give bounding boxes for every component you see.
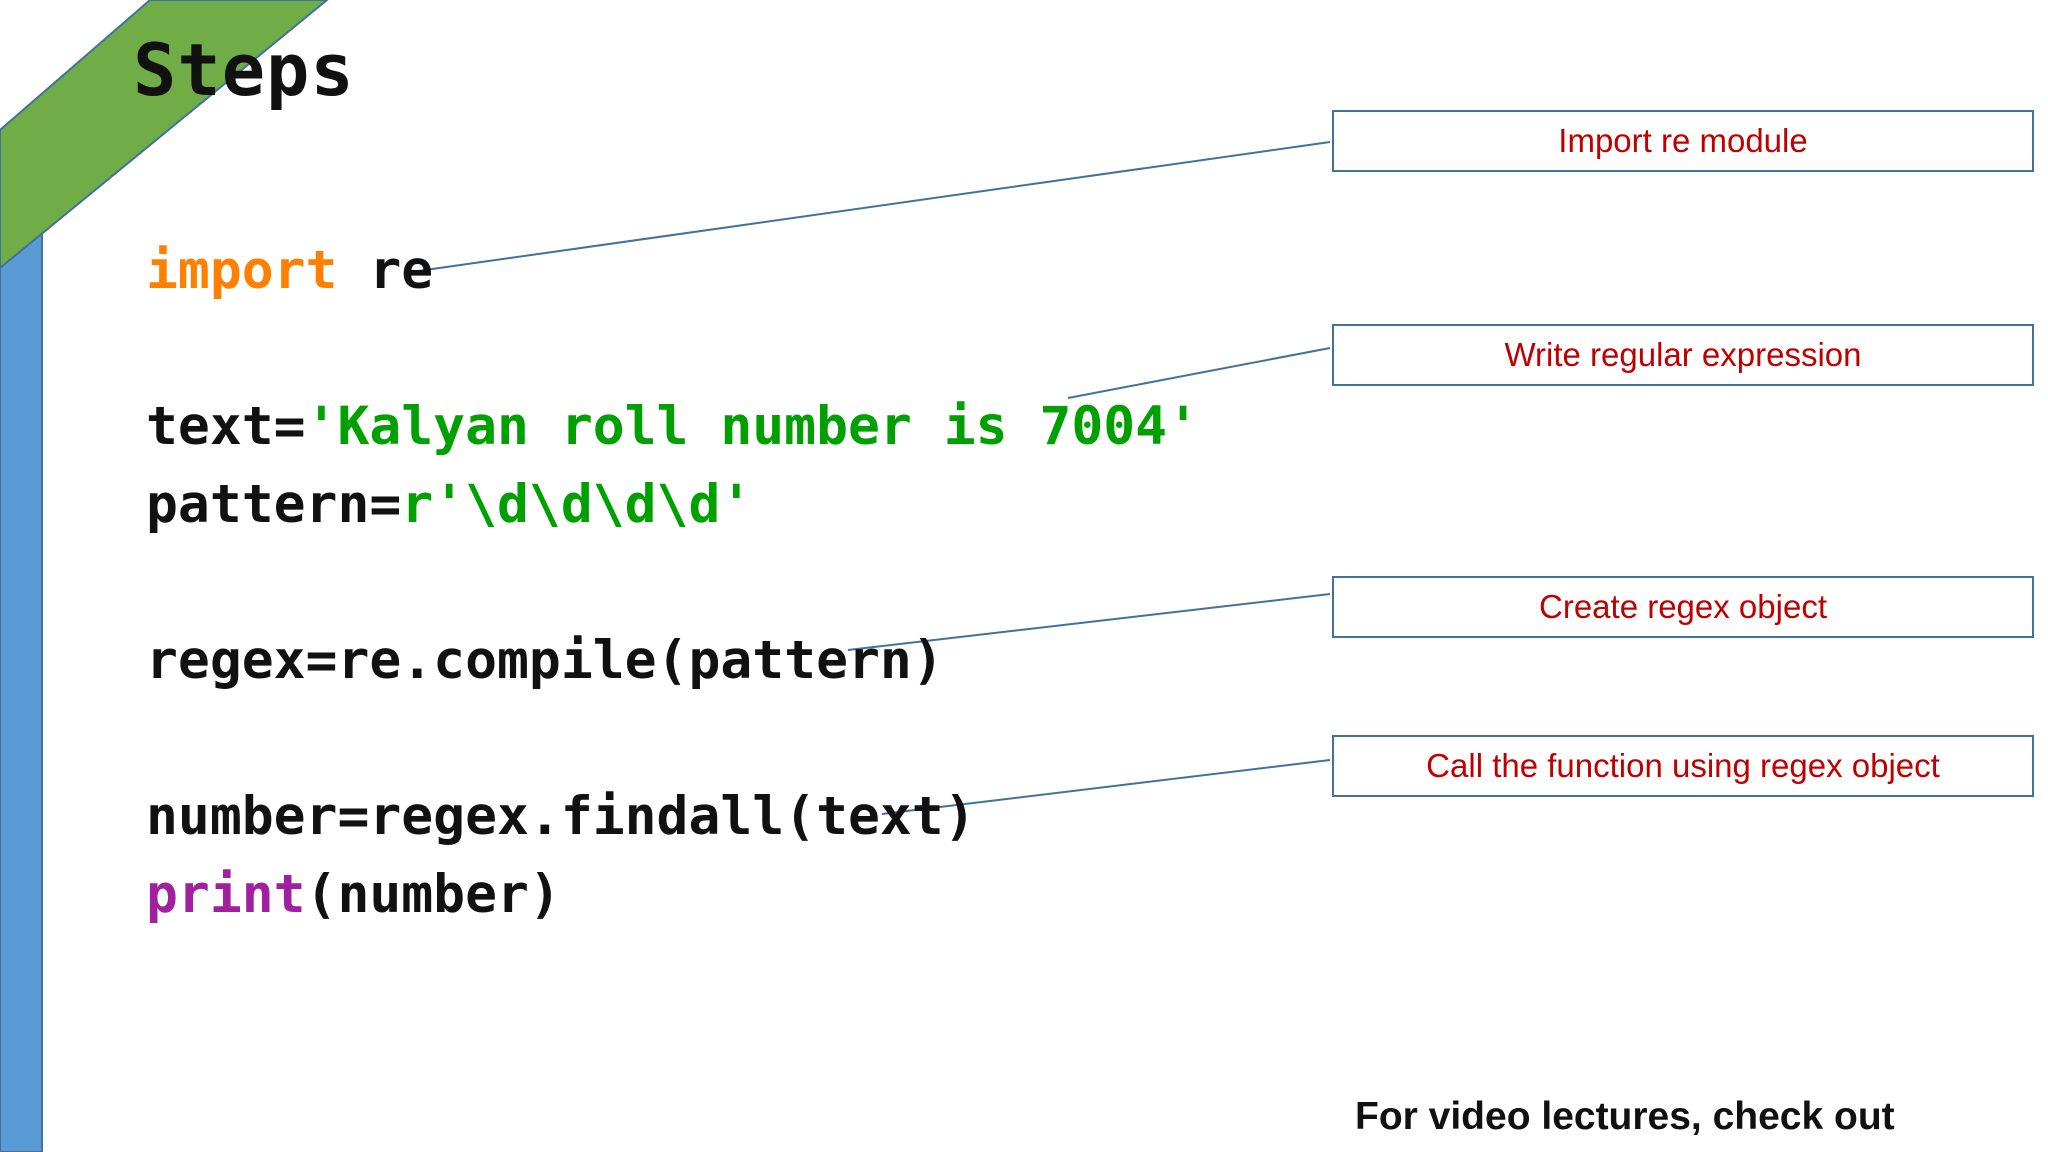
footer-line-1: For video lectures, check out	[1355, 1095, 1895, 1138]
code-token-3-0: pattern=	[146, 474, 402, 535]
blue-accent-bar	[0, 127, 43, 1152]
code-line-1	[146, 310, 1199, 388]
callout-box-3[interactable]: Call the function using regex object	[1332, 735, 2034, 797]
callout-label-0: Import re module	[1558, 122, 1808, 159]
code-line-7: number=regex.findall(text)	[146, 778, 1199, 856]
callout-label-1: Write regular expression	[1504, 336, 1862, 373]
callout-label-2: Create regex object	[1539, 588, 1827, 625]
code-token-0-0: import	[146, 240, 338, 301]
code-line-8: print(number)	[146, 856, 1199, 934]
code-token-8-0: print	[146, 864, 306, 925]
footer-note: For video lectures, check out www.facebo…	[1355, 982, 1921, 1152]
code-block: import re text='Kalyan roll number is 70…	[146, 232, 1199, 934]
code-line-3: pattern=r'\d\d\d\d'	[146, 466, 1199, 544]
callout-label-3: Call the function using regex object	[1426, 747, 1940, 784]
code-token-5-0: regex=re.compile(pattern)	[146, 630, 944, 691]
page-title: Steps	[133, 28, 355, 112]
code-token-0-1: re	[337, 240, 434, 301]
code-token-7-0: number=regex.findall(text)	[146, 786, 976, 847]
code-line-4	[146, 544, 1199, 622]
code-token-3-1: r'\d\d\d\d'	[401, 474, 753, 535]
callout-box-1[interactable]: Write regular expression	[1332, 324, 2034, 386]
code-line-2: text='Kalyan roll number is 7004'	[146, 388, 1199, 466]
code-line-6	[146, 700, 1199, 778]
callout-box-0[interactable]: Import re module	[1332, 110, 2034, 172]
code-token-2-1: 'Kalyan roll number is 7004'	[305, 396, 1199, 457]
callout-box-2[interactable]: Create regex object	[1332, 576, 2034, 638]
code-token-2-0: text=	[146, 396, 306, 457]
code-line-5: regex=re.compile(pattern)	[146, 622, 1199, 700]
code-line-0: import re	[146, 232, 1199, 310]
code-token-8-1: (number)	[305, 864, 561, 925]
